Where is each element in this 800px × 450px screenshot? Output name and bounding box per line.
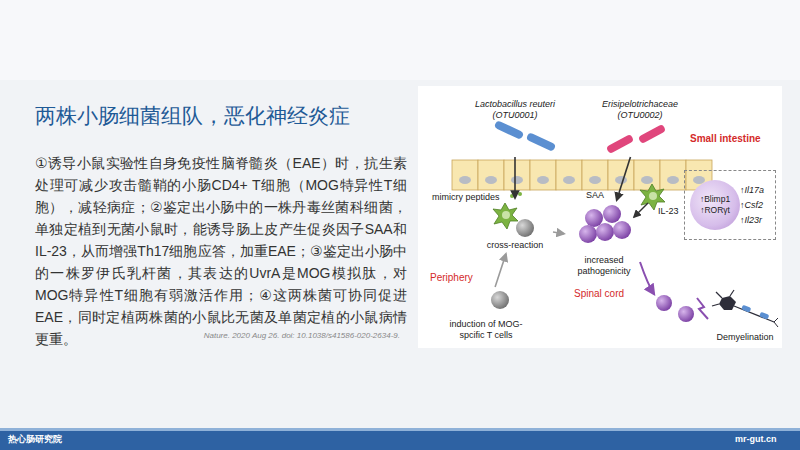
pathogenic-t-cells bbox=[596, 223, 614, 241]
node-text: increased pathogenicity bbox=[569, 255, 639, 277]
neuron bbox=[741, 305, 751, 313]
mimicry-peptide-dots bbox=[510, 192, 522, 198]
connector-arrow bbox=[495, 254, 506, 287]
node-text: ↑Blimp1 ↑RORγt bbox=[693, 194, 737, 216]
dendritic-cell bbox=[502, 211, 510, 219]
epithelial-cell bbox=[478, 160, 504, 190]
cell-nucleus bbox=[563, 176, 575, 184]
peripheral-t-cell bbox=[491, 291, 509, 309]
il23-arrow bbox=[634, 203, 648, 217]
epithelial-cell bbox=[582, 160, 608, 190]
spinal-t-cells bbox=[656, 295, 672, 311]
region-label: Periphery bbox=[430, 272, 473, 284]
neuron bbox=[759, 312, 769, 320]
cell-nucleus bbox=[485, 176, 497, 184]
epithelial-cell bbox=[452, 160, 478, 190]
body-text: ①诱导小鼠实验性自身免疫性脑脊髓炎（EAE）时，抗生素处理可减少攻击髓鞘的小肠C… bbox=[35, 152, 407, 350]
pathogenic-t-cells bbox=[613, 221, 631, 239]
epithelial-cell bbox=[556, 160, 582, 190]
connector-arrow bbox=[617, 157, 631, 200]
peripheral-cell-node: induction of MOG-spcific T cells bbox=[440, 288, 532, 342]
t-cell bbox=[516, 219, 534, 237]
intestinal-dendritic-cell bbox=[649, 192, 657, 200]
node-text: Erisipelotrichaceae (OTU0002) bbox=[598, 99, 682, 121]
neuron bbox=[730, 290, 734, 296]
cell-nucleus bbox=[537, 176, 549, 184]
cell-nucleus bbox=[667, 176, 679, 184]
lactobacillus-rods bbox=[494, 120, 557, 152]
node-text: Lactobacillus reuteri (OTU0001) bbox=[465, 99, 565, 121]
attack-bolt bbox=[697, 298, 708, 319]
spinal-t-cells bbox=[656, 295, 694, 322]
connector-arrow bbox=[514, 157, 516, 198]
neuron-node: Demyelination bbox=[708, 290, 782, 344]
pathogenic-t-cells bbox=[579, 225, 597, 243]
neuron bbox=[712, 290, 778, 327]
node-text: cross-reaction bbox=[478, 240, 552, 251]
erysipelotrichaceae-rods bbox=[606, 134, 634, 154]
node-text: Demyelination bbox=[709, 332, 781, 343]
lactobacillus-rods bbox=[494, 120, 525, 140]
migration-arrow bbox=[640, 262, 654, 294]
connector-arrow bbox=[553, 232, 564, 234]
node-text: ↑Il17a ↑Csf2 ↑Il23r bbox=[740, 183, 774, 228]
footer-site: mr-gut.cn bbox=[735, 434, 777, 445]
cell-cluster-node: cross-reaction bbox=[478, 200, 552, 252]
neuron bbox=[734, 306, 774, 322]
footer-brand: 热心肠研究院 bbox=[8, 434, 62, 445]
bacterium-node: Lactobacillus reuteri (OTU0001) bbox=[465, 98, 565, 156]
neuron bbox=[712, 304, 719, 306]
pathogenic-t-cells bbox=[579, 205, 631, 243]
gene-box: ↑Il17a ↑Csf2 ↑Il23r↑Blimp1 ↑RORγt bbox=[684, 170, 776, 240]
cell-nucleus bbox=[641, 176, 653, 184]
cell-nucleus bbox=[511, 176, 523, 184]
cell-nucleus bbox=[589, 176, 601, 184]
signal-label: SAA bbox=[586, 190, 604, 201]
neuron bbox=[774, 318, 778, 322]
erysipelotrichaceae-rods bbox=[606, 124, 666, 154]
dendritic-cell bbox=[493, 203, 518, 229]
dendritic-cell bbox=[493, 203, 518, 229]
epithelial-cell bbox=[660, 160, 686, 190]
epithelial-cell bbox=[634, 160, 660, 190]
pathogenic-t-cells bbox=[585, 209, 603, 227]
slide-title: 两株小肠细菌组队，恶化神经炎症 bbox=[35, 102, 350, 130]
region-label: Small intestine bbox=[690, 133, 761, 145]
header-ground bbox=[0, 0, 800, 80]
cell-cluster-node: increased pathogenicity bbox=[566, 202, 642, 278]
spinal-t-cells bbox=[678, 306, 694, 322]
transcription-circle: ↑Blimp1 ↑RORγt bbox=[690, 180, 740, 230]
signal-label: mimicry peptides bbox=[432, 192, 500, 203]
region-label: Spinal cord bbox=[574, 288, 624, 300]
footer-bar bbox=[0, 431, 800, 450]
figure-panel bbox=[418, 86, 782, 348]
node-text: induction of MOG-spcific T cells bbox=[441, 319, 531, 341]
cell-nucleus bbox=[615, 176, 627, 184]
erysipelotrichaceae-rods bbox=[638, 124, 666, 144]
citation: Nature. 2020 Aug 26. doi: 10.1038/s41586… bbox=[165, 331, 400, 340]
pathogenic-t-cells bbox=[603, 205, 621, 223]
cell-nucleus bbox=[459, 176, 471, 184]
neuron bbox=[716, 292, 722, 298]
mimicry-peptide-dots bbox=[518, 192, 522, 196]
signal-label: IL-23 bbox=[658, 206, 679, 217]
neuron bbox=[774, 322, 778, 327]
epithelial-cell bbox=[530, 160, 556, 190]
epithelial-cell bbox=[504, 160, 530, 190]
mimicry-peptide-dots bbox=[510, 194, 514, 198]
lactobacillus-rods bbox=[526, 132, 557, 152]
footer-stripe bbox=[0, 428, 800, 431]
bacterium-node: Erisipelotrichaceae (OTU0002) bbox=[598, 98, 682, 156]
epithelium bbox=[452, 160, 712, 190]
